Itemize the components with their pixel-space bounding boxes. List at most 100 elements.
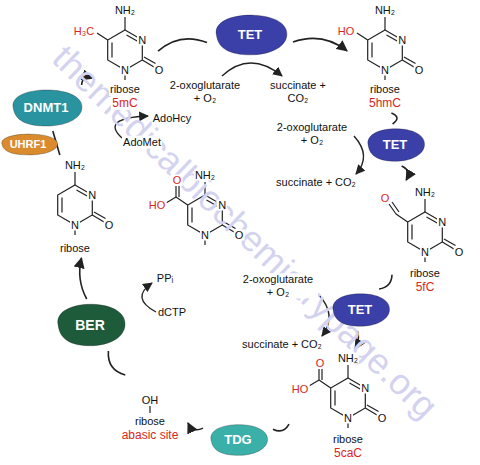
cycle-arrow [80, 258, 87, 299]
enzyme-blob: UHRF1 [0, 133, 60, 156]
enzyme-name: UHRF1 [10, 138, 47, 151]
cycle-arrow [293, 38, 347, 50]
sugar-label: ribose [109, 82, 141, 96]
substituent-label: H₃C [73, 26, 95, 37]
enzyme-shape [333, 294, 390, 327]
atom-label: N [380, 65, 390, 76]
compound-name: 5fC [415, 280, 436, 294]
atom-label: O [104, 220, 115, 231]
atom-label: NH₂ [414, 187, 436, 198]
substituent-label: O [380, 193, 391, 204]
enzyme-name: TET [238, 28, 263, 43]
reagent-label: AdoMet [122, 136, 162, 149]
atom-label: N [360, 383, 370, 394]
enzyme-blob: BER [52, 302, 128, 348]
reagent-label: 2-oxoglutarate + O₂ [272, 121, 352, 146]
molecule-box: ribose5caC [292, 352, 404, 460]
cycle-arrow [379, 275, 392, 289]
atom-label: NH₂ [374, 5, 396, 16]
compound-name: 5caC [333, 446, 363, 460]
enzyme-blob: TET [363, 127, 427, 163]
sugar-label: ribose [134, 414, 166, 428]
substituent-bond [149, 406, 150, 413]
cytosine-ring [408, 199, 456, 262]
atom-label: O [414, 65, 425, 76]
reagent-label: 2-oxoglutarate + O₂ [238, 273, 318, 298]
molecule-box: ribose5hmC [350, 4, 420, 110]
substituent-bond [357, 33, 368, 40]
atom-label: NH₂ [64, 160, 86, 171]
enzyme-blob: DNMT1 [7, 88, 85, 128]
reagent-label: succinate + CO₂ [271, 176, 361, 189]
reagent-label: dCTP [157, 306, 187, 319]
enzyme-shape [1, 134, 57, 155]
atom-label: O [154, 65, 165, 76]
atom-label: N [217, 200, 227, 211]
cofactor-arrow [222, 63, 282, 76]
compound-name: 5hmC [368, 96, 402, 110]
molecule-box: ribose5mC [95, 4, 155, 110]
atom-label: NH₂ [337, 353, 359, 364]
atom-label: N [437, 217, 447, 228]
enzyme-blob: TDG [206, 423, 270, 457]
atom-label: O [234, 230, 245, 241]
cycle-arrow [188, 423, 203, 430]
atom-label: NH₂ [114, 5, 136, 16]
cycle-arrow [391, 113, 397, 124]
substituent-bond [97, 33, 108, 40]
atom-label: NH₂ [194, 170, 216, 181]
reagent-label: PPᵢ [156, 272, 174, 285]
enzyme-shape [368, 129, 425, 162]
atom-label: O [377, 413, 388, 424]
atom-label: N [70, 220, 80, 231]
enzyme-shape [211, 425, 268, 456]
molecule-box: riboseabasic site [115, 378, 185, 442]
atom-label: O [454, 247, 465, 258]
substituent-label: O [315, 358, 326, 369]
cytosine-ring [58, 172, 106, 235]
atom-label: N [87, 190, 97, 201]
reagent-label: succinate + CO₂ [267, 79, 329, 104]
enzyme-shape [58, 304, 125, 346]
reagent-label: AdoHcy [152, 112, 193, 125]
compound-name: 5mC [111, 96, 138, 110]
atom-label: N [343, 413, 353, 424]
sugar-label: ribose [409, 266, 441, 280]
sugar-label: ribose [369, 82, 401, 96]
cycle-arrow [402, 166, 408, 180]
substituent-label: O [172, 175, 183, 186]
enzyme-shape [13, 90, 82, 126]
reagent-label: 2-oxoglutarate + O₂ [165, 79, 245, 104]
enzyme-name: DNMT1 [24, 101, 69, 116]
atom-label: OH [141, 395, 160, 406]
cycle-arrow [273, 424, 289, 431]
cofactor-arrow [142, 283, 156, 312]
molecule-box: ribose5fC [395, 183, 455, 294]
enzyme-name: BER [75, 317, 105, 333]
reagent-label: succinate + CO₂ [237, 338, 327, 351]
enzyme-name: TET [348, 303, 373, 318]
substituent-bond [309, 369, 331, 388]
sugar-label: ribose [332, 432, 364, 446]
cofactor-arrow [354, 136, 364, 174]
atom-label: N [120, 65, 130, 76]
cycle-arrow [108, 351, 125, 375]
substituent-label: HO [337, 26, 356, 37]
molecule-box: ribose [42, 158, 108, 255]
enzyme-shape [216, 15, 287, 55]
substituent-label: HO [148, 200, 167, 211]
enzyme-blob: TET [210, 13, 290, 57]
cytosine-ring [368, 17, 416, 80]
atom-label: N [420, 247, 430, 258]
cycle-arrow [158, 39, 207, 51]
sugar-label: ribose [59, 241, 91, 255]
atom-label: N [397, 35, 407, 46]
substituent-bond [389, 202, 408, 222]
compound-name: abasic site [121, 428, 180, 442]
atom-label: N [137, 35, 147, 46]
enzyme-name: TET [383, 138, 408, 153]
enzyme-name: TDG [224, 433, 251, 448]
substituent-label: HO [291, 384, 310, 395]
atom-label: N [200, 230, 210, 241]
